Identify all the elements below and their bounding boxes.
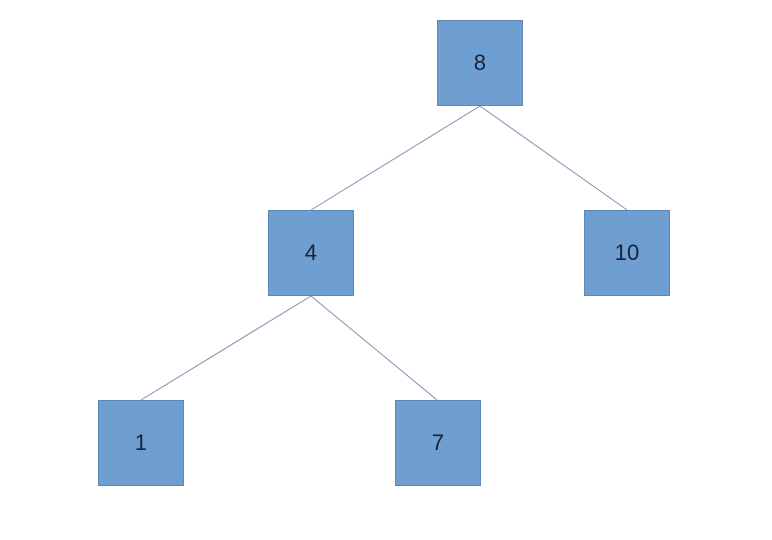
tree-node-label: 8 bbox=[473, 50, 487, 75]
tree-node-4[interactable]: 4 bbox=[268, 210, 354, 296]
tree-node-label: 1 bbox=[134, 430, 148, 455]
tree-node-8[interactable]: 8 bbox=[437, 20, 523, 106]
tree-edge-n4-n7 bbox=[310, 295, 438, 401]
tree-node-label: 7 bbox=[431, 430, 445, 455]
tree-node-7[interactable]: 7 bbox=[395, 400, 481, 486]
tree-node-1[interactable]: 1 bbox=[98, 400, 184, 486]
tree-node-label: 4 bbox=[304, 240, 318, 265]
tree-edge-n8-n4 bbox=[310, 105, 481, 211]
tree-node-label: 10 bbox=[614, 240, 640, 265]
tree-edge-n8-n10 bbox=[479, 105, 628, 211]
tree-node-10[interactable]: 10 bbox=[584, 210, 670, 296]
tree-edge-n4-n1 bbox=[140, 295, 312, 401]
